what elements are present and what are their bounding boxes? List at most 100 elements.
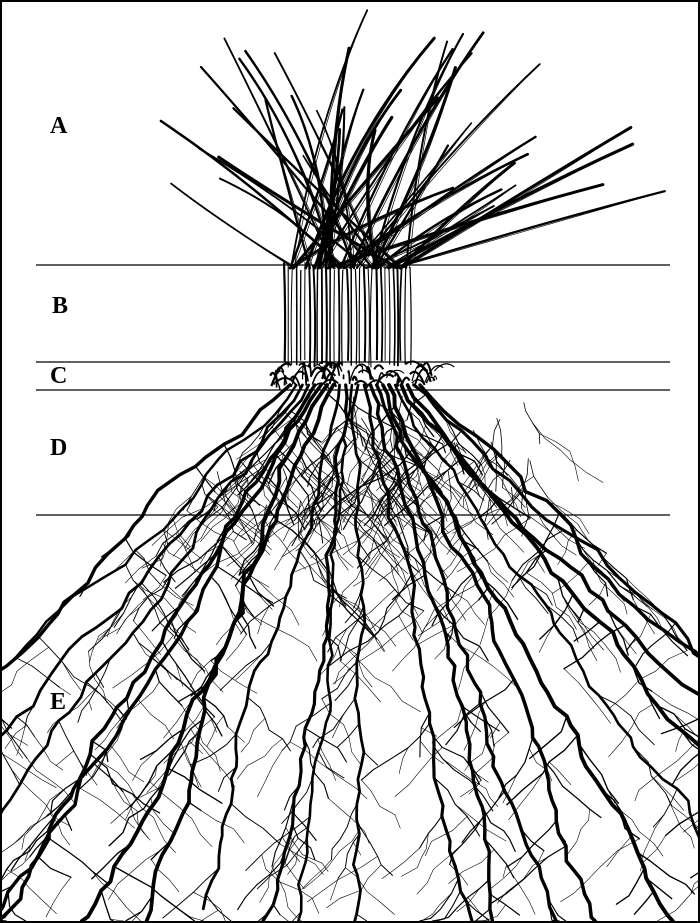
root-strand [111, 745, 145, 782]
root-strand [415, 559, 450, 624]
root-strand [339, 558, 370, 607]
root-strand [207, 716, 224, 747]
crown-root [352, 377, 356, 381]
stem-sheath [313, 266, 315, 367]
root-strand [507, 821, 556, 867]
stem-sheath [284, 263, 285, 362]
root-strand [168, 768, 222, 803]
root-strand [539, 434, 578, 481]
root-strand [0, 857, 30, 894]
stem-sheath [317, 267, 318, 364]
root-strand [653, 789, 677, 827]
root-strand [526, 573, 576, 630]
root-strand [59, 721, 87, 776]
root-strand [3, 754, 57, 788]
root-strand [434, 778, 480, 836]
root-strand [193, 892, 225, 921]
root-strand [414, 385, 700, 921]
root-strand [163, 868, 219, 918]
root-strand [220, 642, 271, 691]
stem-bases [284, 262, 411, 368]
root-strand [333, 674, 346, 684]
stem-sheath [410, 267, 411, 365]
root-strand [280, 915, 288, 921]
root-strand [113, 635, 174, 688]
root-strand [80, 788, 134, 828]
root-strand [349, 651, 421, 712]
root-strand [599, 696, 654, 745]
stem-sheath [355, 269, 356, 365]
root-strand [248, 697, 291, 751]
root-strand [56, 751, 74, 766]
stem-sheath [376, 265, 377, 360]
root-strand [677, 750, 700, 781]
leaf-blade [372, 34, 463, 268]
root-strand [231, 804, 280, 844]
zone-label-a: A [50, 114, 67, 138]
root-strand [328, 798, 369, 843]
stem-sheath [368, 265, 369, 366]
zone-label-b: B [52, 294, 68, 318]
root-strand [366, 553, 381, 574]
root-strand [240, 612, 256, 648]
crown-root [348, 371, 350, 384]
zone-label-c: C [50, 364, 67, 388]
zone-label-d: D [50, 436, 67, 460]
stem-sheath [397, 267, 398, 367]
root-strand [382, 848, 420, 879]
stem-sheath [309, 264, 310, 368]
root-strand [38, 857, 71, 877]
root-strand [37, 635, 90, 686]
stem-sheath [291, 264, 292, 365]
root-strand [540, 594, 573, 639]
root-strand [455, 804, 506, 841]
root-strand [189, 802, 201, 810]
root-strand [335, 671, 357, 701]
root-strand [377, 529, 398, 572]
stem-sheath [326, 267, 327, 365]
stem-sheath [342, 270, 343, 367]
root-strand [273, 905, 280, 915]
root-strand [399, 616, 414, 640]
stem-sheath [339, 265, 340, 367]
root-strand [246, 817, 310, 871]
root-strand [507, 735, 578, 805]
root-strand [257, 751, 282, 797]
stem-sheath [389, 269, 390, 365]
stem-sheath [370, 265, 372, 368]
root-strand [564, 669, 611, 724]
root-strand [305, 728, 346, 762]
root-strand [399, 748, 408, 774]
root-strand [46, 877, 71, 917]
root-strand [332, 805, 357, 860]
root-strand [425, 816, 467, 855]
root-strand [579, 744, 618, 803]
root-crown [270, 361, 454, 389]
root-strand [634, 892, 653, 915]
root-strand [332, 714, 343, 738]
root-strand [490, 894, 519, 915]
root-strand [568, 809, 590, 854]
root-strand [492, 846, 566, 903]
root-strand [609, 705, 653, 757]
root-network [0, 385, 700, 921]
root-strand [499, 738, 533, 798]
stem-sheath [381, 263, 383, 361]
zone-label-e: E [50, 690, 66, 714]
root-strand [221, 545, 241, 569]
crown-root [434, 364, 454, 371]
grass-leaves [161, 10, 665, 268]
root-strand [524, 403, 540, 444]
root-strand [49, 838, 108, 883]
root-strand [473, 733, 508, 782]
root-strand [330, 878, 338, 900]
root-strand [0, 385, 321, 921]
root-strand [82, 385, 327, 921]
root-strand [422, 893, 452, 921]
root-strand [673, 750, 700, 784]
root-strand [503, 864, 507, 877]
root-strand [357, 914, 367, 921]
root-strand [138, 699, 174, 739]
stem-sheath [405, 264, 406, 365]
